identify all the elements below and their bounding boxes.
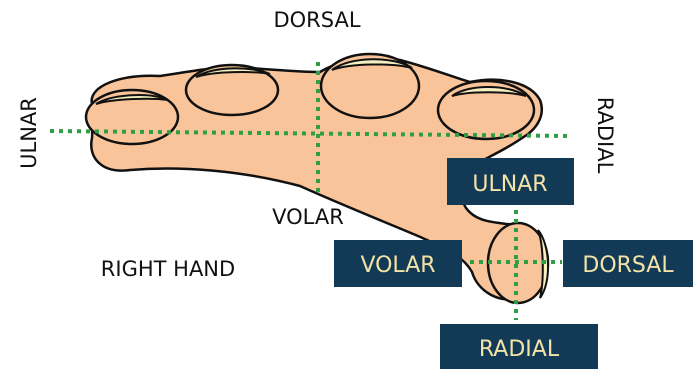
label-ulnar-left: ULNAR [17,97,41,169]
label-dorsal-top: DORSAL [273,8,360,32]
label-radial-right: RADIAL [593,97,617,174]
finger-little [86,90,178,144]
box-dorsal-text: DORSAL [582,253,674,278]
label-right-hand: RIGHT HAND [101,257,235,281]
box-dorsal: DORSAL [563,240,693,287]
label-volar-mid: VOLAR [272,205,344,229]
finger-index [438,81,534,139]
box-volar-text: VOLAR [360,253,435,278]
finger-middle [321,54,419,118]
box-volar: VOLAR [334,240,462,287]
finger-ring [186,65,278,115]
box-ulnar: ULNAR [447,158,574,205]
box-radial: RADIAL [440,324,598,369]
box-radial-text: RADIAL [479,337,560,362]
box-ulnar-text: ULNAR [472,172,547,197]
